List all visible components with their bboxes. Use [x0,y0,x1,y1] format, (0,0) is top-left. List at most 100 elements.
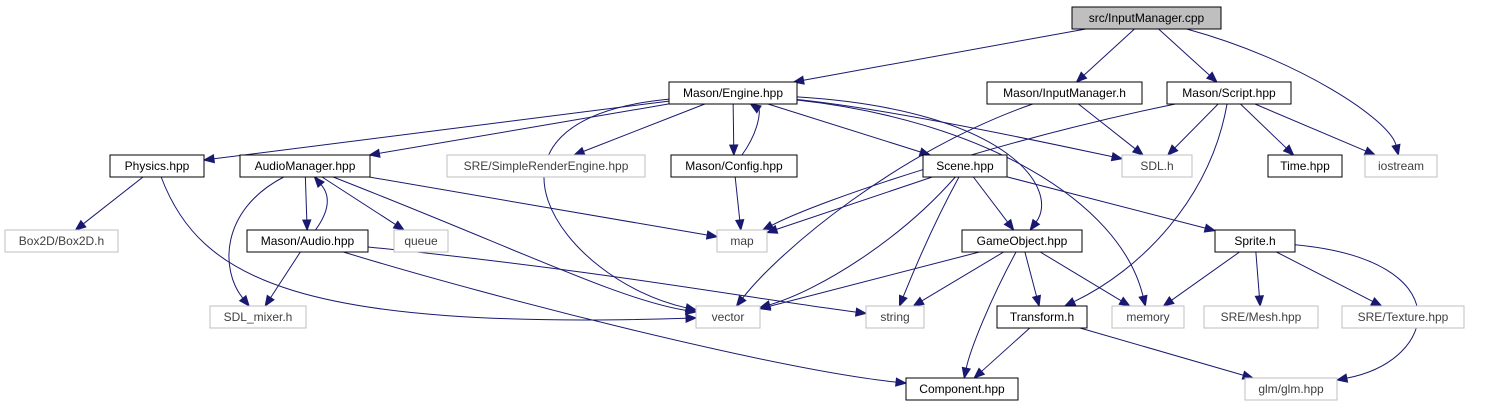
edge-physics-to-box2d [74,176,144,231]
edge-input_manager_h-to-sdl [1078,103,1145,156]
edge-line [1078,103,1136,150]
node-box [986,81,1143,105]
edge-arrowhead [735,219,745,232]
node-box [109,154,205,178]
node-audio-manager[interactable]: AudioManager.hpp [239,154,371,178]
node-gameobject[interactable]: GameObject.hpp [961,229,1083,253]
edge-line [83,176,144,225]
edge-arrowhead [572,146,586,156]
edge-arrowhead [895,377,908,387]
edge-engine-to-gameobject [796,96,1043,232]
edge-arrowhead [1003,218,1015,232]
edge-line [742,103,1033,299]
edge-audio_manager-to-queue [321,176,406,231]
node-box2d: Box2D/Box2D.h [4,229,119,253]
edge-scene-to-string [898,176,960,308]
node-config[interactable]: Mason/Config.hpp [670,154,798,178]
edge-arrowhead [392,220,406,231]
edge-audio_manager-to-audio [302,176,312,232]
edge-script-to-iostream [1254,103,1377,156]
node-scene[interactable]: Scene.hpp [922,154,1008,178]
node-box [716,229,768,253]
edge-line [965,251,1017,369]
edge-line [304,176,308,221]
node-label: Scene.hpp [936,159,994,173]
edge-arrowhead [1254,295,1265,308]
edge-scene-to-gameobject [972,176,1015,232]
node-component[interactable]: Component.hpp [905,377,1019,401]
edge-arrowhead [1370,296,1383,307]
node-label: memory [1126,310,1169,324]
edge-line [796,99,1113,158]
edge-audio-to-audio_manager [313,175,328,231]
node-queue: queue [393,229,449,253]
node-box [246,229,369,253]
node-label: src/InputManager.cpp [1089,11,1205,25]
node-transform[interactable]: Transform.h [996,305,1088,329]
node-box [695,305,761,329]
node-box [1267,154,1343,178]
node-audio[interactable]: Mason/Audio.hpp [246,229,369,253]
edge-line [981,327,1031,372]
edge-audio_manager-to-vector [332,176,698,316]
edge-input_manager_cpp-to-engine [792,28,1086,85]
node-label: glm/glm.hpp [1258,382,1324,396]
edge-line [769,251,980,307]
edge-config-to-map [734,176,745,232]
node-label: SRE/Mesh.hpp [1221,310,1302,324]
edge-script-to-time [1240,103,1295,156]
node-box [668,81,798,105]
node-label: SRE/Texture.hpp [1358,310,1449,324]
edge-line [583,103,706,152]
edge-config-to-engine [741,103,762,156]
edge-arrowhead [1162,296,1175,307]
edge-arrowhead [1166,144,1179,156]
node-label: string [880,310,909,324]
edge-line [228,176,284,299]
edge-engine-to-sre_simple [572,103,706,156]
node-box [996,305,1088,329]
edge-gameobject-to-vector [758,251,980,311]
edge-line [1083,28,1135,76]
edge-audio_manager-to-map [369,176,719,240]
edge-input_manager_cpp-to-input_manager_h [1075,28,1135,83]
node-time[interactable]: Time.hpp [1267,154,1343,178]
node-box [1203,305,1319,329]
edge-line [543,98,687,309]
node-box [1166,81,1292,105]
edge-line [332,176,687,311]
node-box [1121,154,1193,178]
node-sprite[interactable]: Sprite.h [1214,229,1296,253]
edge-scene-to-sprite [1006,176,1217,233]
node-label: SRE/SimpleRenderEngine.hpp [464,159,629,173]
edge-line [1158,28,1210,76]
node-box [1111,305,1185,329]
edge-line [1276,251,1373,302]
edge-line [796,99,1144,297]
edge-line [1006,176,1206,229]
edge-line [796,96,1043,223]
node-script[interactable]: Mason/Script.hpp [1166,81,1292,105]
edge-arrowhead [313,175,325,189]
edge-sprite-to-sre_texture [1276,251,1383,307]
node-input-manager-cpp[interactable]: src/InputManager.cpp [1071,6,1222,30]
node-label: Sprite.h [1234,234,1275,248]
node-box [1341,305,1465,329]
node-physics[interactable]: Physics.hpp [109,154,205,178]
edge-line [270,251,301,298]
edge-arrowhead [758,301,772,311]
edge-line [732,103,735,146]
edge-input_manager_cpp-to-script [1158,28,1218,83]
node-engine[interactable]: Mason/Engine.hpp [668,81,798,105]
node-vector: vector [695,305,761,329]
node-box [393,229,449,253]
edge-arrowhead [302,219,312,232]
node-label: Transform.h [1010,310,1074,324]
edge-arrowhead [1031,294,1042,308]
node-label: queue [404,234,438,248]
node-box [209,305,307,329]
edge-arrowhead [961,366,972,380]
node-label: SDL.h [1140,159,1173,173]
edge-gameobject-to-transform [1024,251,1042,308]
node-input-manager-h[interactable]: Mason/InputManager.h [986,81,1143,105]
